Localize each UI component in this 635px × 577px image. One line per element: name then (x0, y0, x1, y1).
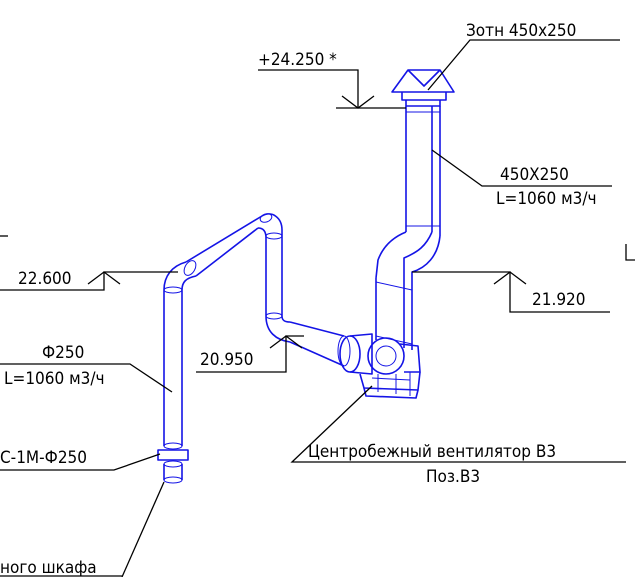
label-elev-22600: 22.600 (18, 269, 72, 289)
centrifugal-fan (339, 333, 421, 399)
callout-diameter: Ф250 L=1060 м3/ч (0, 343, 173, 393)
label-flow-right: L=1060 м3/ч (496, 189, 597, 209)
label-diameter: Ф250 (42, 343, 84, 363)
round-elbow-top-left (163, 260, 197, 294)
exhaust-grille (391, 69, 455, 107)
elevation-mark-24250: +24.250 * (258, 50, 406, 109)
elevation-mark-20950: 20.950 (196, 335, 304, 373)
callout-fan: Центробежный вентилятор В3 Поз.В3 (290, 385, 626, 487)
label-damper: С-1М-Ф250 (0, 448, 87, 468)
round-elbow-top-right (257, 213, 283, 239)
annotations: Зотн 450х250 +24.250 * 450Х250 L=1060 м3… (0, 21, 635, 577)
label-duct-size: 450Х250 (500, 165, 569, 185)
label-elev-21920: 21.920 (532, 290, 586, 310)
edge-mark-right (625, 244, 635, 261)
label-cabinet: ного шкафа (0, 558, 97, 577)
callout-top-grille: Зотн 450х250 (427, 21, 620, 91)
label-flow-left: L=1060 м3/ч (4, 369, 105, 389)
callout-cabinet: ного шкафа (0, 481, 165, 577)
ductwork (157, 69, 455, 484)
label-fan-pos: Поз.В3 (426, 467, 480, 487)
elevation-mark-21920: 21.920 (412, 271, 610, 313)
label-top-grille: Зотн 450х250 (466, 21, 576, 41)
label-elev-top: +24.250 * (258, 50, 337, 70)
round-duct-top-horizontal (185, 215, 263, 277)
elevation-mark-22600: 22.600 (0, 269, 178, 291)
callout-damper: С-1М-Ф250 (0, 448, 161, 471)
label-elev-20950: 20.950 (200, 350, 254, 370)
round-duct-left-vertical (157, 290, 189, 484)
round-duct-middle-vertical (265, 230, 283, 316)
callout-duct-size: 450Х250 L=1060 м3/ч (431, 149, 612, 209)
rect-elbow (375, 231, 441, 350)
rect-duct-vertical (405, 106, 441, 236)
label-fan: Центробежный вентилятор В3 (308, 442, 556, 462)
